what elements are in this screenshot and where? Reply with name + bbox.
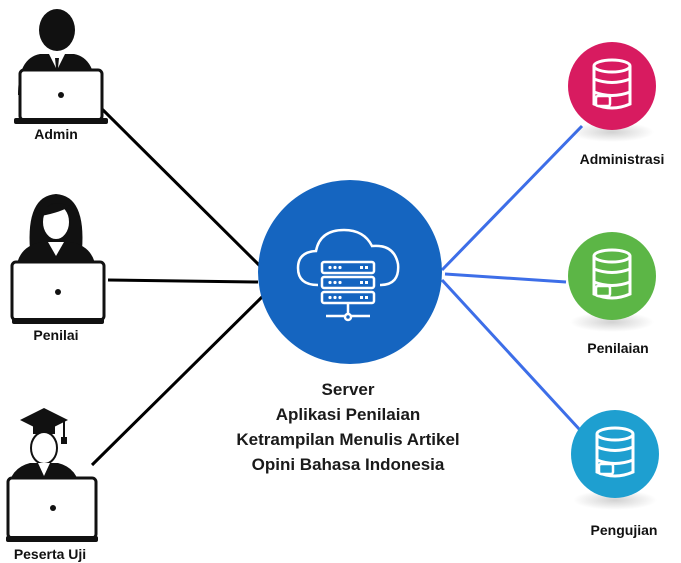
user-label-penilai: Penilai [33,327,78,343]
server-subtitle-2: Ketrampilan Menulis Artikel [236,430,459,449]
connectors [90,103,584,467]
server-subtitle-3: Opini Bahasa Indonesia [252,455,445,474]
link-admin-server [96,103,264,270]
db-penilaian: Penilaian [568,232,656,356]
db-label-administrasi: Administrasi [580,151,665,167]
link-peserta-server [90,293,266,467]
server-node: Server Aplikasi Penilaian Ketrampilan Me… [236,180,460,474]
link-server-administrasi [440,124,584,272]
user-penilai: Penilai [10,194,106,343]
database-icon [592,248,632,300]
db-pengujian: Pengujian [571,410,659,538]
businessman-laptop-icon [14,9,108,124]
db-label-penilaian: Penilaian [587,340,648,356]
user-admin: Admin [14,9,108,142]
db-administrasi: Administrasi [568,42,664,167]
cloud-server-icon [296,228,400,322]
db-label-pengujian: Pengujian [591,522,658,538]
database-icon [595,426,635,478]
link-server-penilaian [444,272,567,284]
graduate-laptop-icon [6,408,98,542]
link-server-pengujian [440,278,582,432]
db-circle-administrasi [568,42,656,130]
db-circle-penilaian [568,232,656,320]
database-icon [592,58,632,110]
user-label-admin: Admin [34,126,78,142]
user-label-peserta-uji: Peserta Uji [14,546,86,562]
server-subtitle-1: Aplikasi Penilaian [276,405,421,424]
db-circle-pengujian [571,410,659,498]
link-penilai-server [107,278,259,284]
server-title: Server [322,380,375,399]
businesswoman-laptop-icon [10,194,106,324]
user-peserta-uji: Peserta Uji [6,408,98,562]
